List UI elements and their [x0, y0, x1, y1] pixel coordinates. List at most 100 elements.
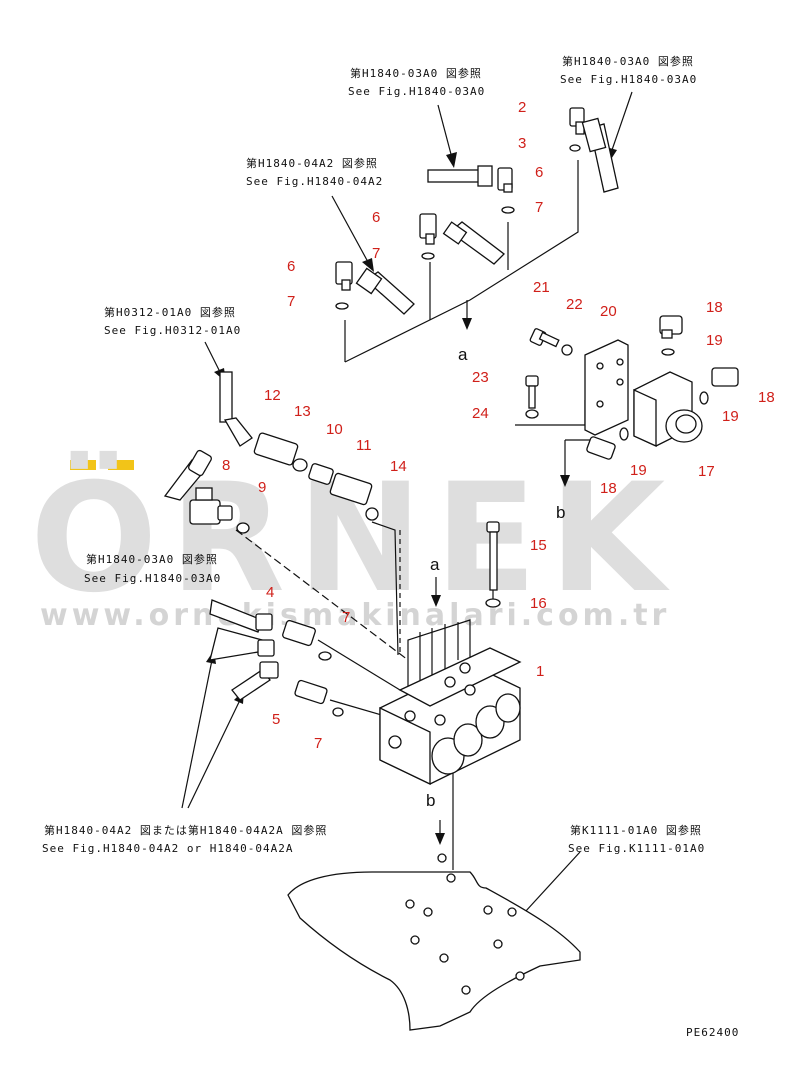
elbow-fitting-6-top — [497, 167, 513, 193]
elbow-18-bottom — [586, 436, 616, 460]
ref-h1840-03a0-center-jp: 第H1840-03A0 図参照 — [350, 66, 482, 80]
hose-end-left — [355, 267, 415, 315]
elbow-fitting-6-left — [335, 261, 353, 291]
part-number-8: 8 — [222, 457, 230, 474]
elbow-12 — [253, 432, 299, 466]
elbow-fitting-6-mid — [419, 213, 437, 245]
part-number-15: 15 — [530, 537, 547, 554]
ref-h1840-03a0-left-en: See Fig.H1840-03A0 — [84, 572, 221, 585]
part-number-17: 17 — [698, 463, 715, 480]
drawing-code: PE62400 — [686, 1026, 739, 1039]
part-number-7: 7 — [314, 735, 322, 752]
part-number-18: 18 — [758, 389, 775, 406]
washer-16 — [485, 598, 501, 608]
bolt-15 — [486, 521, 500, 591]
part-number-18: 18 — [600, 480, 617, 497]
hose-8-upper — [163, 449, 212, 501]
watermark-umlaut-left — [70, 460, 96, 470]
part-number-23: 23 — [472, 369, 489, 386]
o-ring-9 — [236, 522, 250, 534]
o-ring-14 — [365, 507, 379, 521]
part-number-7: 7 — [535, 199, 543, 216]
part-number-5: 5 — [272, 711, 280, 728]
watermark-url: www.ornekismakinalari.com.tr — [40, 598, 670, 633]
hose-left-3 — [231, 661, 279, 701]
hose-left-2 — [209, 627, 275, 661]
ref-h1840-04a2-jp: 第H1840-04A2 図参照 — [246, 156, 378, 170]
connector-b-right: b — [556, 503, 565, 522]
o-ring-7-left — [335, 302, 349, 310]
part-number-labels: 2 3 6 7 6 7 6 7 21 22 20 18 19 23 24 19 … — [222, 99, 775, 752]
frame-plate — [287, 853, 581, 1031]
part-number-6: 6 — [535, 164, 543, 181]
ref-h0312-01a0-en: See Fig.H0312-01A0 — [104, 324, 241, 337]
ref-k1111-01a0-en: See Fig.K1111-01A0 — [568, 842, 705, 855]
part-number-20: 20 — [600, 303, 617, 320]
part-number-3: 3 — [518, 135, 526, 152]
o-ring-7-mid — [421, 252, 435, 260]
part-number-2: 2 — [518, 99, 526, 116]
washer-24 — [525, 409, 539, 419]
watermark-umlaut-right — [108, 460, 134, 470]
adapter-5 — [294, 679, 328, 705]
reference-callouts: 第H1840-03A0 図参照 See Fig.H1840-03A0 第H184… — [42, 54, 705, 855]
part-number-21: 21 — [533, 279, 550, 296]
part-number-19: 19 — [722, 408, 739, 425]
connector-a-top: a — [458, 345, 468, 364]
connector-b-bottom: b — [426, 791, 435, 810]
hose-end-center-top — [427, 165, 493, 187]
tee-fitting-8 — [189, 487, 233, 525]
connector-11 — [329, 472, 373, 506]
part-number-12: 12 — [264, 387, 281, 404]
elbow-18-top — [659, 315, 683, 339]
part-number-6: 6 — [287, 258, 295, 275]
part-number-22: 22 — [566, 296, 583, 313]
ref-h1840-04a2-or-04a2a-en: See Fig.H1840-04A2 or H1840-04A2A — [42, 842, 294, 855]
part-number-7: 7 — [287, 293, 295, 310]
washer-22 — [561, 344, 573, 356]
part-number-16: 16 — [530, 595, 547, 612]
ref-h1840-03a0-left-jp: 第H1840-03A0 図参照 — [86, 552, 218, 566]
o-ring-7-top — [501, 206, 515, 214]
ref-h1840-03a0-right-en: See Fig.H1840-03A0 — [560, 73, 697, 86]
o-ring-13 — [292, 458, 308, 472]
elbow-18-right — [711, 367, 739, 387]
o-ring-3 — [569, 144, 581, 152]
part-number-9: 9 — [258, 479, 266, 496]
elbow-fitting-2 — [569, 107, 585, 135]
part-number-10: 10 — [326, 421, 343, 438]
parts — [163, 107, 739, 1031]
watermark: ÖRNEK www.ornekismakinalari.com.tr — [30, 450, 670, 633]
part-number-6: 6 — [372, 209, 380, 226]
ref-h1840-03a0-center-en: See Fig.H1840-03A0 — [348, 85, 485, 98]
bracket-20 — [584, 339, 629, 436]
hose-end-mid — [442, 221, 505, 265]
bolt-23 — [525, 375, 539, 409]
ref-h0312-01a0-jp: 第H0312-01A0 図参照 — [104, 305, 236, 319]
part-number-24: 24 — [472, 405, 489, 422]
part-number-19: 19 — [630, 462, 647, 479]
o-ring-7-bottom — [332, 707, 344, 717]
hose-end-top-right — [581, 117, 619, 193]
hose-left-1 — [209, 599, 273, 633]
part-number-18: 18 — [706, 299, 723, 316]
hose-h0312 — [219, 371, 253, 447]
connection-letters: a a b b — [426, 345, 565, 810]
part-number-19: 19 — [706, 332, 723, 349]
valve-assembly-1 — [379, 647, 522, 786]
o-ring-19-top — [661, 348, 675, 356]
o-ring-7-left-valve — [318, 651, 332, 661]
o-ring-19-bottom — [619, 427, 629, 441]
ref-h1840-04a2-or-04a2a-jp: 第H1840-04A2 図または第H1840-04A2A 図参照 — [44, 823, 327, 837]
adapter-4 — [282, 619, 316, 647]
ref-k1111-01a0-jp: 第K1111-01A0 図参照 — [570, 823, 702, 837]
part-number-13: 13 — [294, 403, 311, 420]
ref-h1840-03a0-right-jp: 第H1840-03A0 図参照 — [562, 54, 694, 68]
bolt-21 — [529, 328, 560, 348]
connector-a-valve: a — [430, 555, 440, 574]
part-number-14: 14 — [390, 458, 407, 475]
part-number-1: 1 — [536, 663, 544, 680]
part-number-7: 7 — [372, 245, 380, 262]
